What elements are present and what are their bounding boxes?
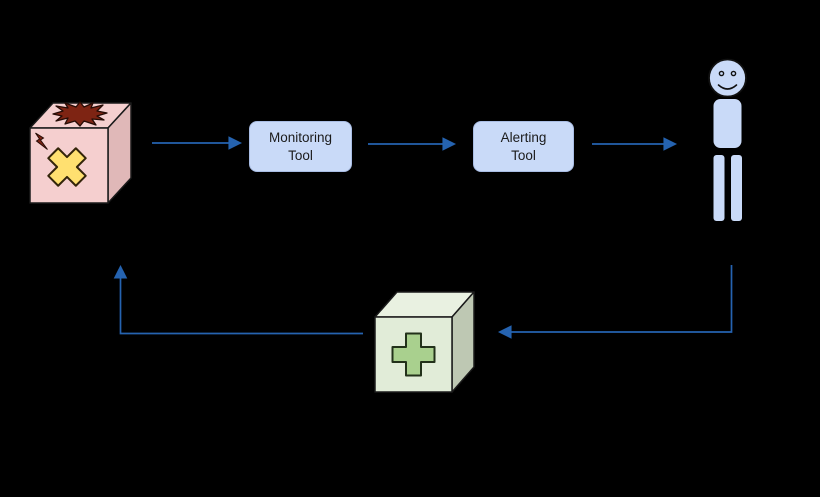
person-right-eye: [730, 70, 737, 77]
error-cross-icon: [47, 147, 87, 187]
lightning-bolt-icon: [35, 132, 48, 150]
node-monitoring-tool: Monitoring Tool: [249, 121, 352, 172]
person-right-leg: [731, 155, 742, 221]
node-alerting-tool: Alerting Tool: [473, 121, 574, 172]
medical-plus-icon: [391, 332, 436, 377]
person-torso: [713, 99, 742, 148]
person-left-eye: [718, 70, 725, 77]
person-left-leg: [713, 155, 725, 221]
person-smile: [717, 84, 738, 90]
person-head: [708, 58, 747, 98]
operator-person: [708, 58, 747, 221]
alerting-tool-label: Alerting Tool: [500, 129, 547, 163]
arrow-fix-to-broken: [113, 264, 363, 335]
fix-action-cube: [374, 291, 475, 393]
arrow-operator-to-fix: [497, 265, 733, 339]
monitoring-tool-label: Monitoring Tool: [268, 129, 333, 163]
broken-system-cube: [29, 101, 132, 204]
explosion-icon: [52, 101, 108, 127]
